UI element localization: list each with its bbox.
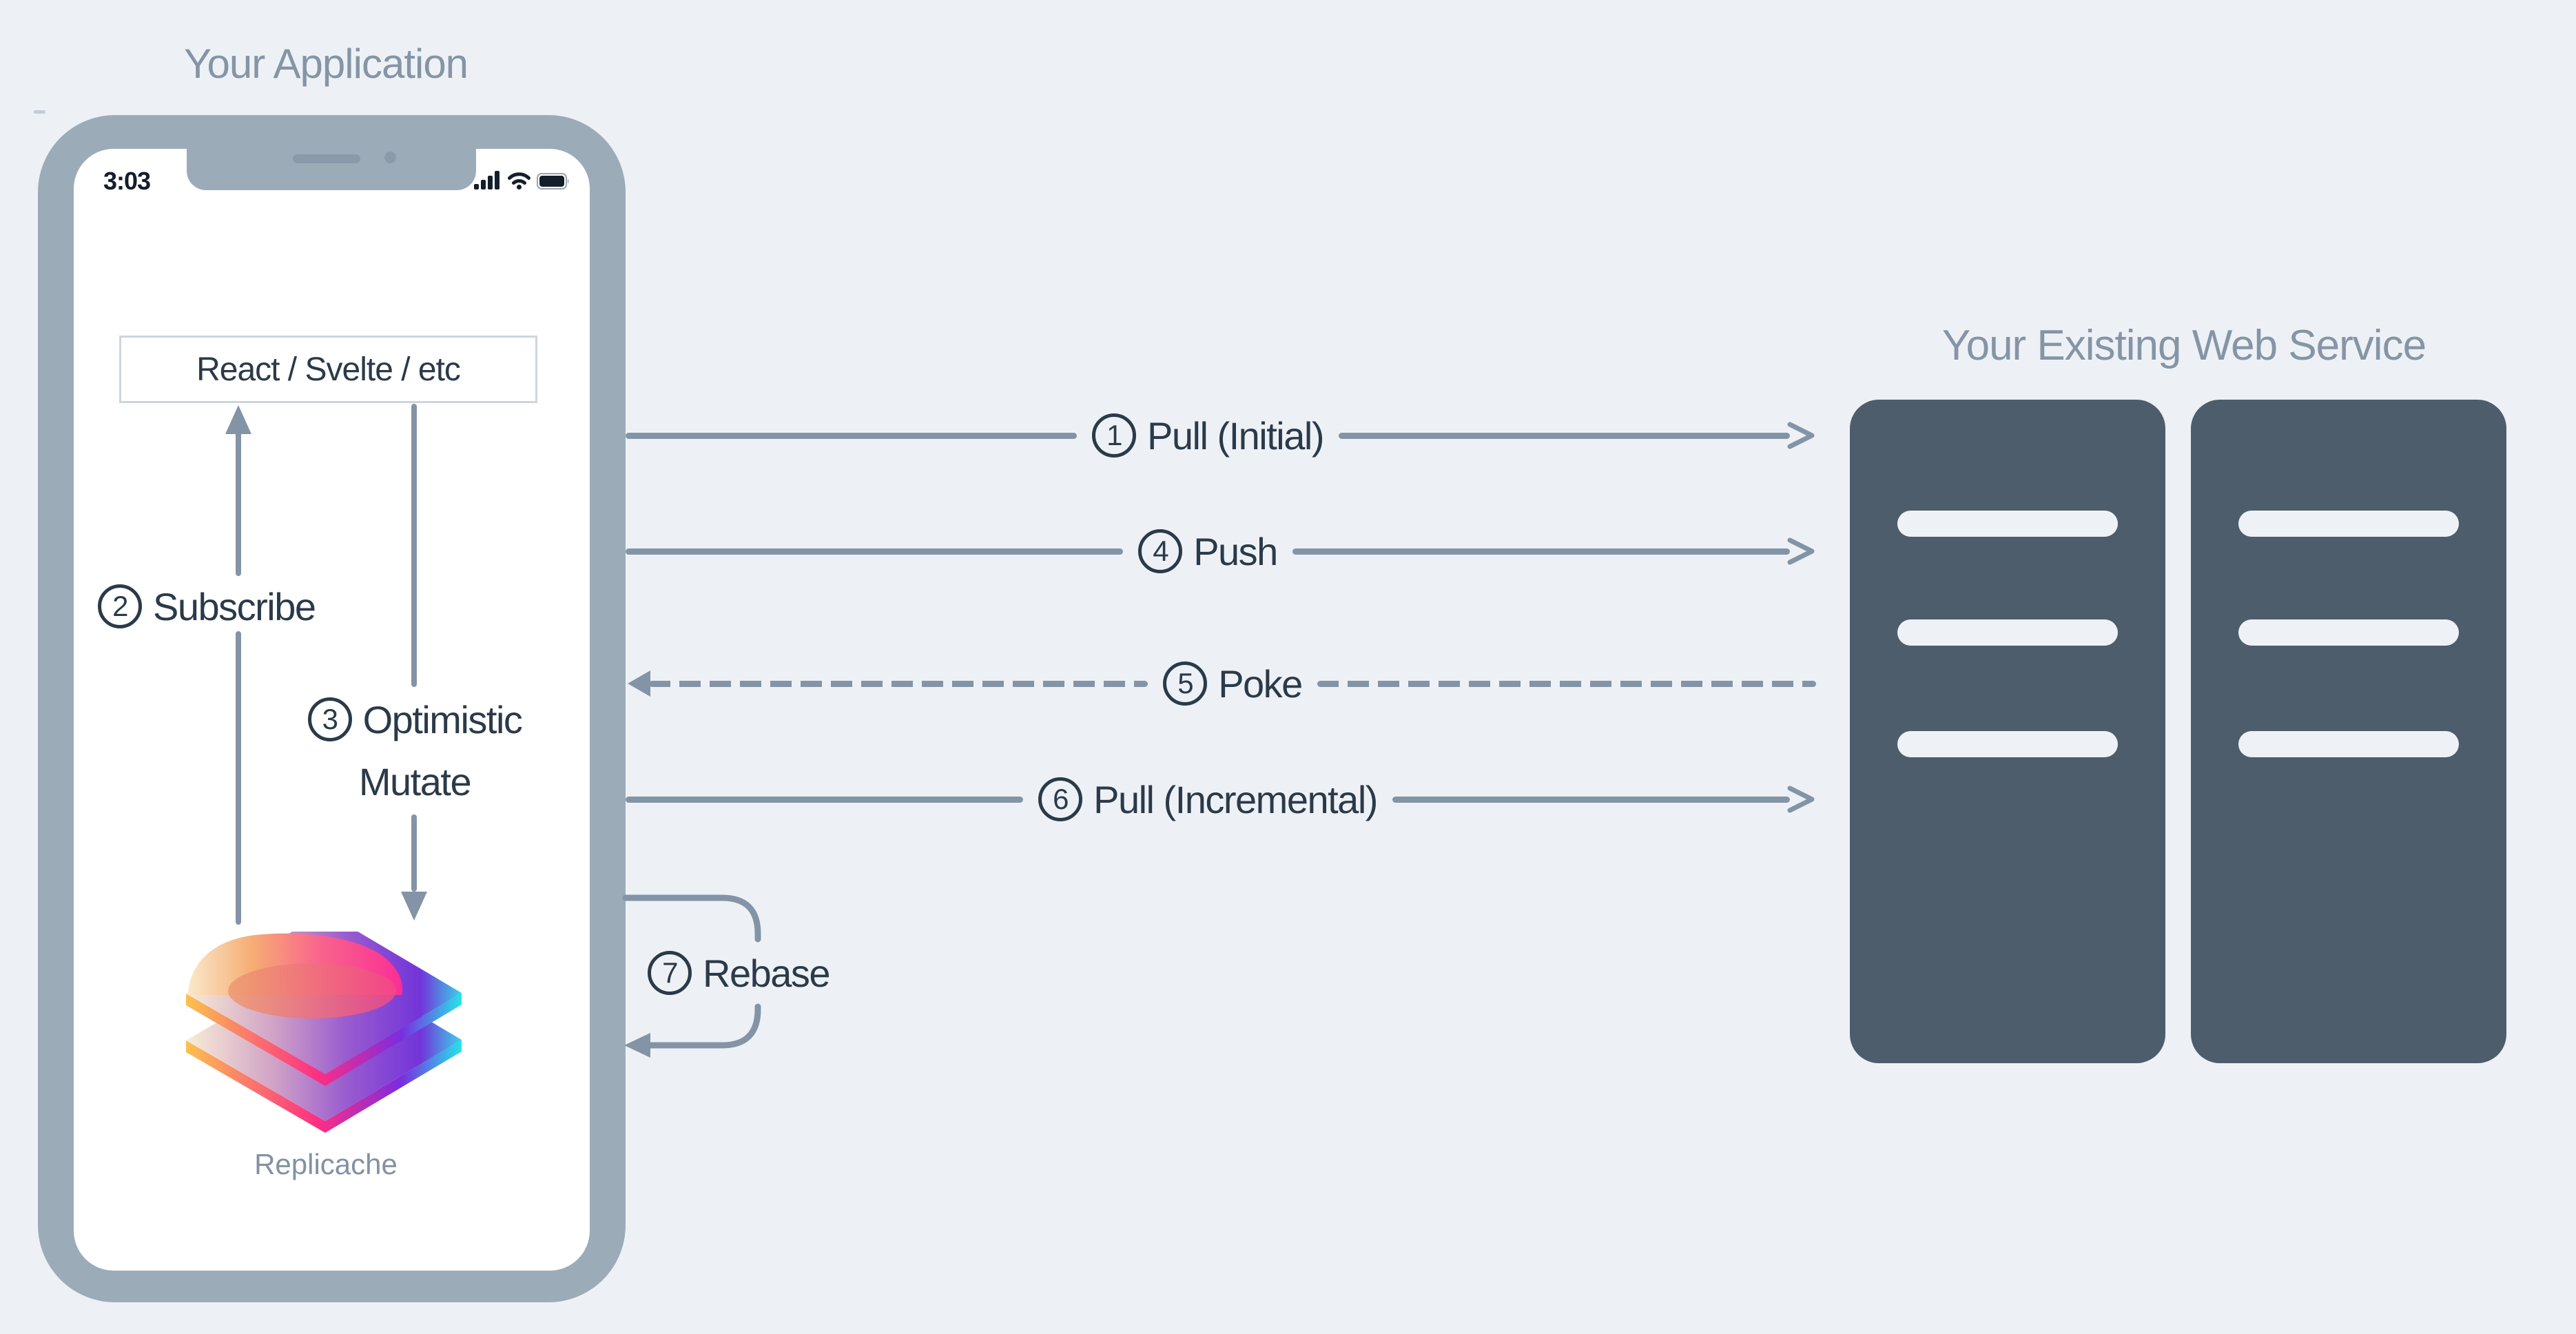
rebase-label: 7 Rebase: [648, 951, 831, 995]
line-segment: [626, 548, 1124, 555]
line-segment: [626, 432, 1078, 439]
phone-speaker-icon: [293, 154, 360, 163]
replicache-logo-icon: [186, 932, 462, 1133]
phone-camera-icon: [384, 152, 396, 163]
flow-poke: 5 Poke: [626, 653, 1817, 715]
subscribe-arrow: [225, 405, 251, 925]
pull-initial-label: 1 Pull (Initial): [1092, 413, 1324, 458]
mutate-arrow: [401, 404, 427, 921]
line-segment: [1292, 548, 1791, 555]
optimistic-mutate-label: 3 Optimistic Mutate: [277, 697, 553, 804]
replicache-label: Replicache: [254, 1148, 398, 1180]
phone-antenna-dash: [34, 110, 45, 114]
server-slot: [1897, 619, 2118, 646]
cell-signal-icon: [474, 171, 499, 189]
arrow-left-icon: [628, 670, 650, 697]
status-bar-time: 3:03: [103, 167, 151, 195]
service-title: Your Existing Web Service: [1941, 322, 2426, 369]
subscribe-label: 2 Subscribe: [98, 584, 316, 628]
arrow-right-icon: [1787, 786, 1815, 813]
framework-box: React / Svelte / etc: [119, 336, 537, 403]
rebase-loop-arrow: [622, 894, 761, 1058]
line-segment: [626, 796, 1024, 803]
dashed-line-segment: [649, 680, 1148, 687]
flow-pull-initial: 1 Pull (Initial): [626, 404, 1816, 466]
server-slot: [1897, 731, 2118, 757]
server-slot: [2238, 619, 2459, 646]
pull-incremental-label: 6 Pull (Incremental): [1038, 777, 1378, 822]
server-rack-2: [2191, 400, 2506, 1063]
arrow-right-icon: [1787, 422, 1815, 449]
flow-push: 4 Push: [626, 520, 1816, 582]
server-slot: [2238, 731, 2459, 757]
server-slot: [2238, 511, 2459, 537]
arrow-right-icon: [1787, 537, 1815, 565]
server-rack-1: [1850, 400, 2165, 1063]
flow-pull-incremental: 6 Pull (Incremental): [626, 768, 1816, 830]
poke-label: 5 Poke: [1163, 661, 1303, 706]
dashed-line-segment: [1317, 680, 1817, 687]
subscribe-number: 2: [98, 584, 142, 628]
framework-box-label: React / Svelte / etc: [196, 351, 461, 388]
push-label: 4 Push: [1138, 529, 1278, 574]
mutate-number: 3: [307, 697, 352, 741]
line-segment: [1338, 432, 1790, 439]
status-bar-icons: [474, 171, 570, 189]
wifi-icon: [508, 172, 530, 189]
application-title: Your Application: [183, 41, 468, 87]
server-slot: [1897, 511, 2118, 537]
line-segment: [1392, 796, 1790, 803]
battery-icon: [537, 173, 569, 189]
